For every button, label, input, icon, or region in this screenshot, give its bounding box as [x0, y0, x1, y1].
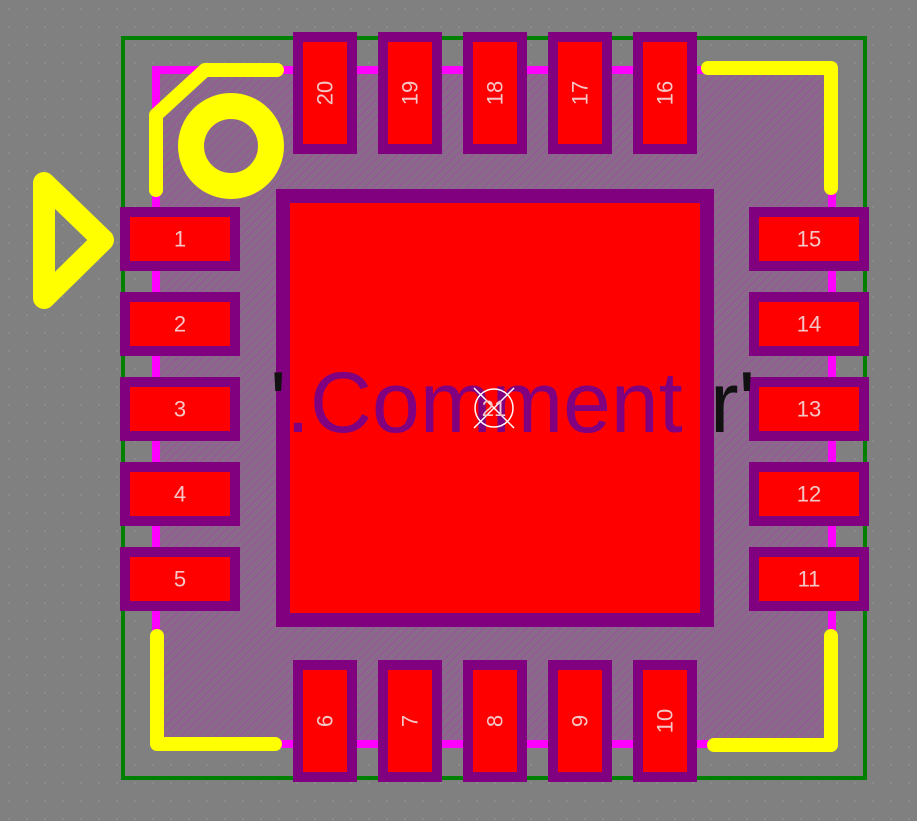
pad-label-13: 13: [797, 397, 821, 422]
silkscreen-outline: [149, 61, 838, 752]
crosshair-icon: [473, 387, 515, 429]
comment-label: .Comment: [286, 355, 683, 451]
pad-label-14: 14: [797, 312, 821, 337]
pad-label-6: 6: [313, 715, 338, 727]
silk-corner-top-right: [701, 61, 838, 195]
pad-label-4: 4: [174, 482, 186, 507]
pad-13: [749, 377, 869, 441]
pad-9: [548, 660, 612, 782]
pad-label-17: 17: [568, 81, 593, 105]
pad-label-2: 2: [174, 312, 186, 337]
pad-15: [749, 207, 869, 271]
pad-19: [378, 32, 442, 154]
pad-18: [463, 32, 527, 154]
ring-icon: [178, 93, 284, 199]
pad-label-15: 15: [797, 227, 821, 252]
comment-prefix: ': [270, 355, 286, 451]
pad-10: [633, 660, 697, 782]
comment-suffix: r': [710, 355, 755, 451]
pad-label-19: 19: [398, 81, 423, 105]
pad-1: [120, 207, 240, 271]
center-pad-label: 21: [482, 396, 506, 421]
pad-2: [120, 292, 240, 356]
pad-8: [463, 660, 527, 782]
pad-row-right: 11 12 13 14 15: [749, 207, 869, 611]
pad-17: [548, 32, 612, 154]
pad-label-8: 8: [483, 715, 508, 727]
triangle-pointer-icon: [33, 172, 114, 309]
silk-corner-top-left: [149, 63, 284, 197]
pad-label-20: 20: [313, 81, 338, 105]
pad-7: [378, 660, 442, 782]
pad-label-16: 16: [653, 81, 678, 105]
pad-6: [293, 660, 357, 782]
pad-label-3: 3: [174, 397, 186, 422]
silk-corner-bottom-right: [707, 629, 838, 752]
pad-11: [749, 547, 869, 611]
pad-3: [120, 377, 240, 441]
pad-14: [749, 292, 869, 356]
pad-12: [749, 462, 869, 526]
pad-label-11: 11: [798, 567, 821, 592]
pad-label-10: 10: [653, 709, 678, 733]
pad-label-9: 9: [568, 715, 593, 727]
pad-label-1: 1: [174, 227, 186, 252]
pad-20: [293, 32, 357, 154]
pad-5: [120, 547, 240, 611]
pad-row-left: 1 2 3 4 5: [120, 207, 240, 611]
pad-16: [633, 32, 697, 154]
pad-4: [120, 462, 240, 526]
pad-label-5: 5: [174, 567, 186, 592]
pad-label-18: 18: [483, 81, 508, 105]
pad-row-top: 16 17 18 19 20: [293, 32, 697, 154]
pad-label-7: 7: [398, 715, 423, 727]
pad-row-bottom: 6 7 8 9 10: [293, 660, 697, 782]
silk-corner-bottom-left: [150, 629, 282, 751]
pad-label-12: 12: [797, 482, 821, 507]
